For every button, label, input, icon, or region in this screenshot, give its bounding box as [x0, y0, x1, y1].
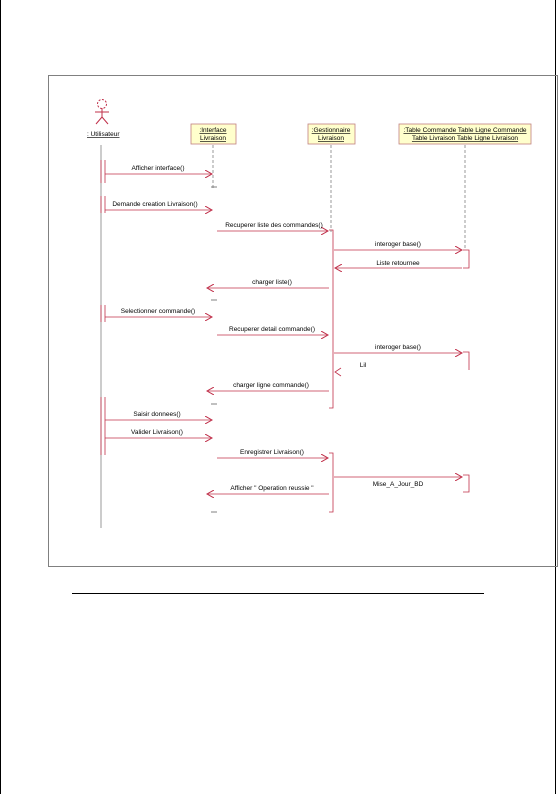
horizontal-rule — [72, 593, 484, 594]
activation-gestionnaire-2 — [329, 452, 334, 513]
diagram-frame — [48, 75, 558, 567]
actor-user-icon — [95, 99, 109, 125]
message-label-12: Saisir donnees() — [133, 411, 180, 418]
message-label-9: interoger base() — [375, 344, 421, 351]
message-label-6: charger liste() — [252, 279, 292, 286]
message-label-7: Selectionner commande() — [121, 308, 195, 315]
participant-interface-line2: Livraison — [200, 135, 226, 142]
message-label-2: Demande creation Livraison() — [112, 201, 197, 208]
activation-tables-2 — [463, 351, 470, 370]
message-label-16: Afficher " Operation reussie " — [230, 485, 314, 492]
message-label-11: charger ligne commande() — [233, 382, 309, 389]
participant-gestionnaire-line2: Livraison — [318, 135, 344, 142]
message-label-8: Recuperer detail commande() — [229, 326, 315, 333]
message-label-13: Valider Livraison() — [131, 429, 183, 436]
message-label-1: Afficher interface() — [132, 165, 185, 172]
message-label-10: Lil — [360, 362, 367, 369]
activation-user-1 — [100, 160, 106, 183]
message-label-3: Recuperer liste des commandes() — [225, 222, 323, 229]
activation-tables-1 — [463, 249, 470, 269]
participant-interface-line1: :Interface — [199, 127, 226, 134]
message-label-14: Enregistrer Livraison() — [240, 449, 304, 456]
participant-user-label: : Utilisateur — [87, 131, 120, 138]
page-border-right — [555, 0, 556, 794]
participant-interface-box — [190, 123, 237, 145]
participant-tables-box — [398, 123, 532, 145]
activation-gestionnaire-1 — [329, 229, 334, 409]
participant-tables-line1: :Table Commande Table Ligne Commande — [403, 127, 526, 134]
participant-gestionnaire-box — [307, 123, 356, 145]
participant-tables-line2: Table Livraison Table Ligne Livraison — [412, 135, 518, 142]
activation-tables-3 — [463, 474, 470, 493]
activation-user-4 — [100, 397, 106, 455]
message-arrow-10 — [334, 367, 342, 377]
message-label-15: Mise_A_Jour_BD — [373, 481, 424, 488]
message-label-5: Liste retournee — [376, 260, 420, 267]
message-label-4: interoger base() — [375, 241, 421, 248]
participant-gestionnaire-line1: :Gestionnaire — [312, 127, 351, 134]
activation-user-2 — [100, 196, 106, 213]
page-border-left — [0, 0, 1, 794]
activation-user-3 — [100, 305, 106, 322]
